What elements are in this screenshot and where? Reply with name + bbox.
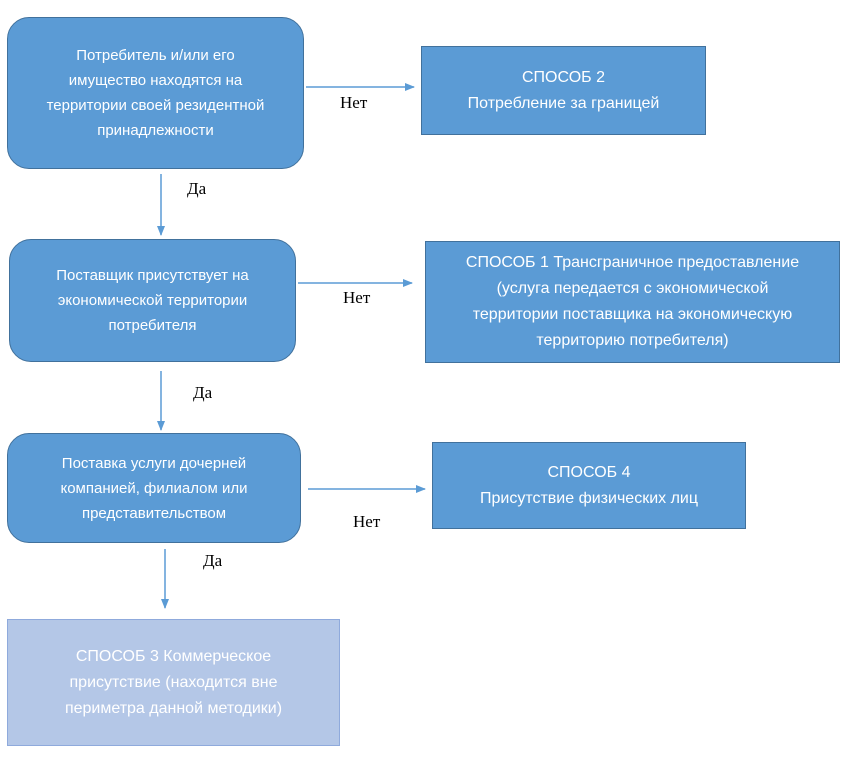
label-no-3: Нет xyxy=(353,512,381,531)
label-no-1: Нет xyxy=(340,93,368,112)
outcome-mode-3-text: СПОСОБ 3 Коммерческое присутствие (наход… xyxy=(64,647,283,717)
decision-resident-territory: Потребитель и/или его имущество находятс… xyxy=(7,17,304,169)
decision-supplier-presence: Поставщик присутствует на экономической … xyxy=(9,239,296,362)
outcome-mode-1: СПОСОБ 1 Трансграничное предоставление (… xyxy=(425,241,840,363)
decision-affiliate-supply: Поставка услуги дочерней компанией, фили… xyxy=(7,433,301,543)
label-yes-2: Да xyxy=(193,383,213,402)
decision-affiliate-supply-text: Поставка услуги дочерней компанией, фили… xyxy=(60,454,248,522)
label-yes-1: Да xyxy=(187,179,207,198)
outcome-mode-3: СПОСОБ 3 Коммерческое присутствие (наход… xyxy=(7,619,340,746)
outcome-mode-1-text: СПОСОБ 1 Трансграничное предоставление (… xyxy=(465,254,800,349)
decision-resident-territory-text: Потребитель и/или его имущество находятс… xyxy=(46,47,265,139)
label-yes-3: Да xyxy=(203,551,223,570)
outcome-mode-2-text: СПОСОБ 2 Потребление за границей xyxy=(467,68,660,112)
outcome-mode-4-text: СПОСОБ 4 Присутствие физических лиц xyxy=(479,463,699,507)
label-no-2: Нет xyxy=(343,288,371,307)
decision-supplier-presence-text: Поставщик присутствует на экономической … xyxy=(56,267,249,334)
outcome-mode-4: СПОСОБ 4 Присутствие физических лиц xyxy=(432,442,746,529)
outcome-mode-2: СПОСОБ 2 Потребление за границей xyxy=(421,46,706,135)
